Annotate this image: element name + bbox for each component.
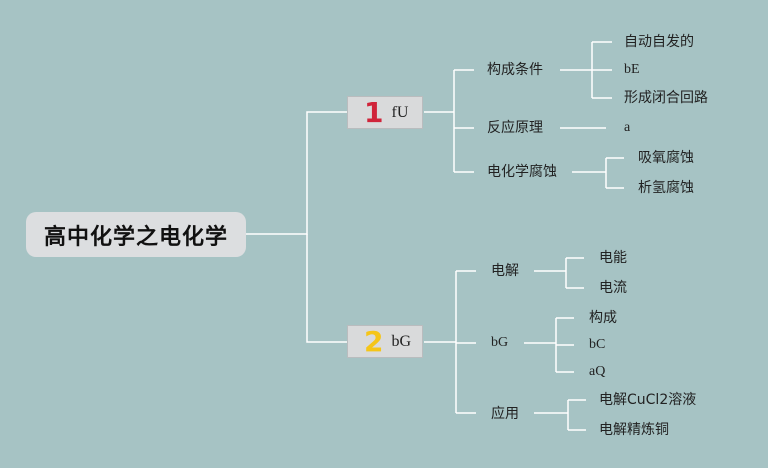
leaf-bihe[interactable]: 形成闭合回路 bbox=[624, 90, 708, 106]
leaf-xiqing[interactable]: 析氢腐蚀 bbox=[638, 180, 694, 196]
leaf-cucl2[interactable]: 电解CuCl2溶液 bbox=[599, 392, 697, 408]
node-yingyong[interactable]: 应用 bbox=[491, 406, 519, 422]
leaf-aq[interactable]: aQ bbox=[589, 364, 606, 379]
leaf-dianliu[interactable]: 电流 bbox=[599, 280, 627, 296]
connector-goucheng bbox=[560, 41, 612, 99]
leaf-goucheng[interactable]: 构成 bbox=[589, 310, 617, 326]
node-fushi[interactable]: 电化学腐蚀 bbox=[487, 164, 557, 180]
number-2-icon: 2 bbox=[364, 324, 384, 358]
leaf-jinglian[interactable]: 电解精炼铜 bbox=[599, 422, 669, 438]
node-dianjie[interactable]: 电解 bbox=[491, 263, 519, 279]
leaf-xiyang[interactable]: 吸氧腐蚀 bbox=[638, 150, 694, 166]
connector-root-branch1 bbox=[246, 111, 347, 235]
leaf-zidong[interactable]: 自动自发的 bbox=[624, 34, 694, 50]
leaf-be[interactable]: bE bbox=[624, 62, 640, 77]
branch-1-label: fU bbox=[391, 103, 409, 121]
number-1-icon: 1 bbox=[364, 95, 384, 129]
connector-branch1-children bbox=[454, 69, 474, 173]
branch-2[interactable]: 2 bG bbox=[347, 325, 423, 358]
branch-1[interactable]: 1 fU bbox=[347, 96, 423, 129]
node-goucheng[interactable]: 构成条件 bbox=[487, 62, 543, 78]
leaf-dianneng[interactable]: 电能 bbox=[599, 250, 627, 266]
connector-dianjie bbox=[534, 257, 584, 289]
branch-2-label: bG bbox=[391, 332, 412, 350]
connector-branch2-children bbox=[456, 270, 476, 414]
connector-fushi bbox=[572, 157, 624, 189]
leaf-bc[interactable]: bC bbox=[589, 337, 606, 352]
connector-root-branch2 bbox=[306, 234, 347, 343]
connector-bg bbox=[524, 317, 574, 373]
leaf-a[interactable]: a bbox=[624, 120, 631, 135]
node-bg[interactable]: bG bbox=[491, 335, 509, 350]
connector-yingyong bbox=[534, 399, 586, 431]
node-fanying[interactable]: 反应原理 bbox=[487, 120, 543, 136]
root-topic[interactable]: 高中化学之电化学 bbox=[26, 212, 246, 257]
